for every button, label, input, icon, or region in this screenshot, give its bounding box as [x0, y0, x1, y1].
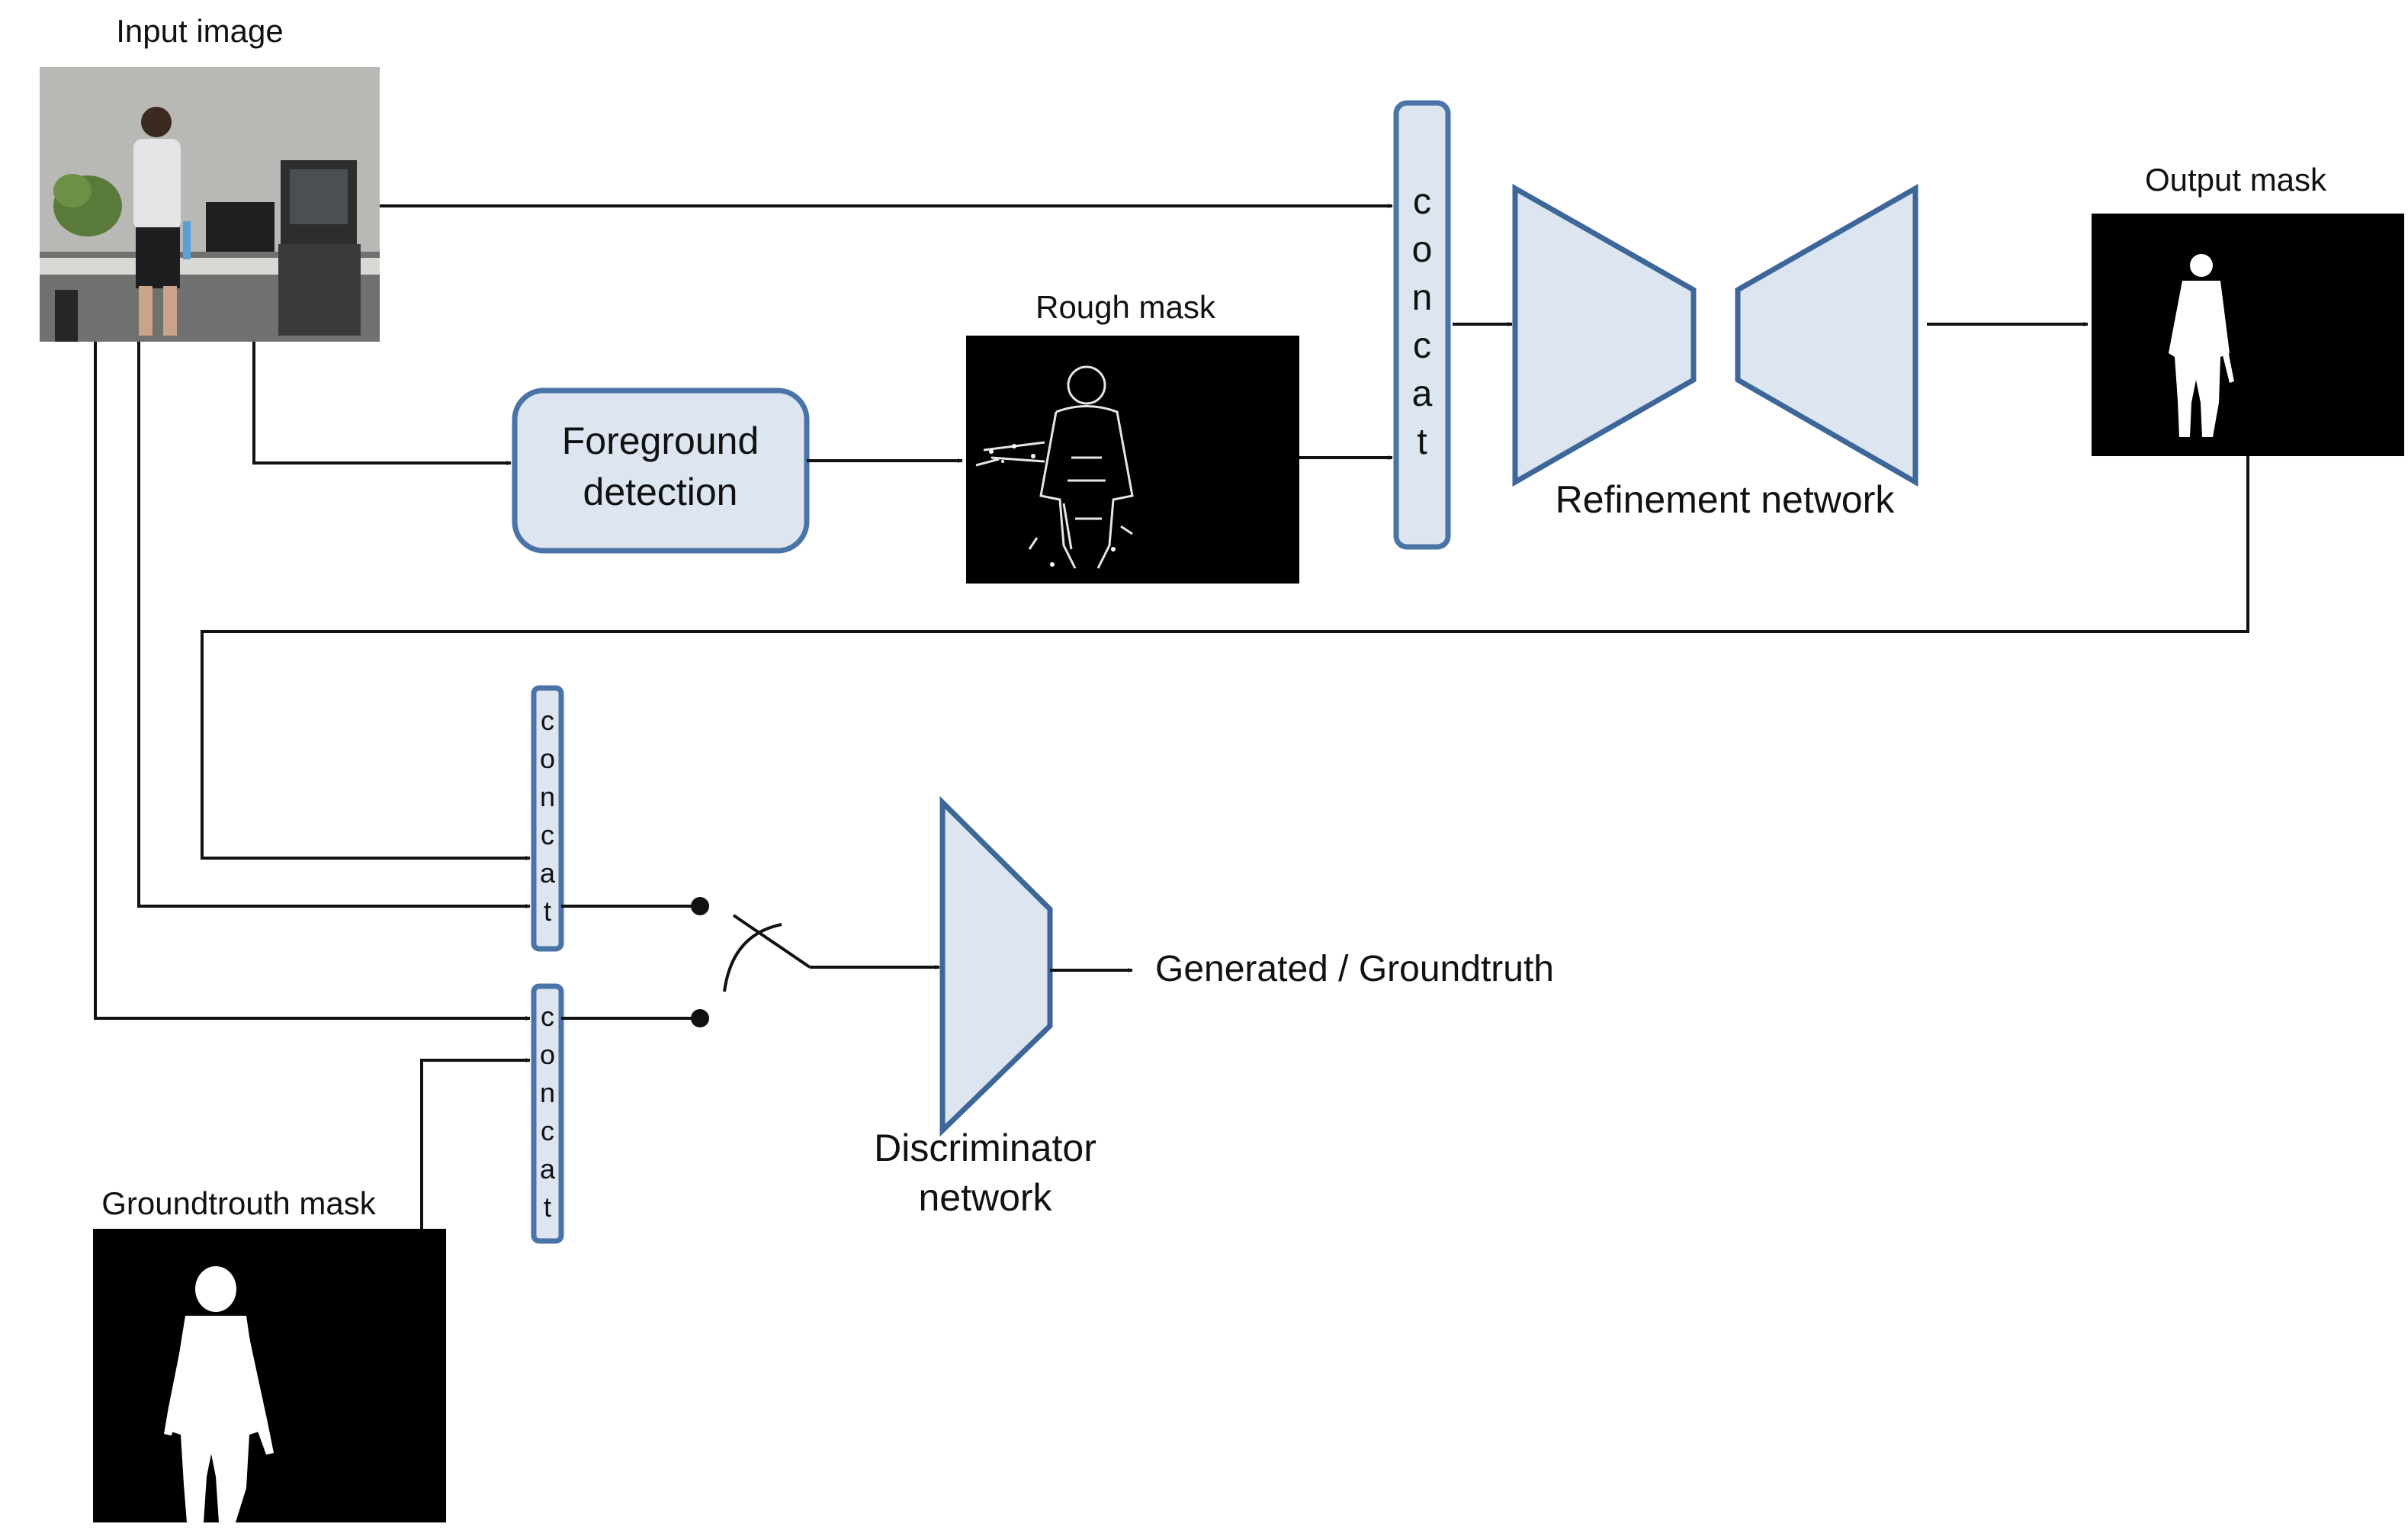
concat-letter: t: [544, 1191, 551, 1223]
concat-letter: o: [540, 1039, 555, 1070]
concat-letter: t: [1417, 422, 1427, 462]
concat-letter: a: [540, 1153, 556, 1185]
rough-mask-image: [966, 336, 1299, 584]
groundtruth-mask-image: [93, 1229, 446, 1522]
concat-letter: o: [540, 743, 555, 774]
groundtruth-mask-label: Groundtrouth mask: [101, 1185, 377, 1221]
generated-groundtruth-label: Generated / Groundtruth: [1155, 949, 1554, 989]
concat-letter: n: [540, 781, 555, 812]
foreground-detection-box: Foreground detection: [512, 387, 810, 554]
input-image-label: Input image: [116, 13, 283, 49]
arrow-output-to-middle-concat: [201, 456, 2249, 860]
concat-letter: t: [544, 895, 551, 927]
switch-arc: [723, 923, 782, 992]
concat-letter: c: [541, 1001, 554, 1032]
input-image: [40, 67, 380, 342]
concat-letter: c: [1413, 182, 1431, 222]
discriminator-label-1: Discriminator: [874, 1127, 1096, 1169]
switch-blade: [732, 914, 811, 969]
discriminator-label-2: network: [918, 1176, 1052, 1219]
foreground-detection-label-2: detection: [583, 471, 738, 513]
refinement-network-encoder: [1512, 183, 1697, 487]
output-mask-image: [2092, 214, 2404, 456]
refinement-network-decoder: [1735, 183, 1918, 487]
concat-letter: c: [541, 1115, 554, 1146]
concat-letter: a: [1412, 374, 1433, 414]
concat-letter: o: [1412, 230, 1433, 270]
concat-letter: n: [1412, 278, 1433, 318]
refinement-network-label: Refinement network: [1556, 478, 1896, 521]
arrow-input-to-middle-concat: [137, 342, 531, 908]
switch-terminal-top: [691, 897, 709, 915]
concat-letter: c: [1413, 326, 1431, 366]
concat-letter: c: [541, 819, 554, 850]
concat-letter: n: [540, 1077, 555, 1108]
switch-terminal-bottom: [691, 1009, 709, 1027]
concat-letter: c: [541, 705, 554, 736]
concat-letter: a: [540, 857, 556, 889]
foreground-detection-label-1: Foreground: [562, 420, 759, 462]
arrow-groundtruth-to-bottom-concat: [420, 1058, 531, 1229]
rough-mask-label: Rough mask: [1035, 289, 1216, 325]
arrow-input-to-foreground: [252, 342, 512, 465]
discriminator-network: [939, 796, 1053, 1137]
output-mask-label: Output mask: [2145, 162, 2327, 198]
arrow-input-to-bottom-concat: [94, 342, 531, 1021]
